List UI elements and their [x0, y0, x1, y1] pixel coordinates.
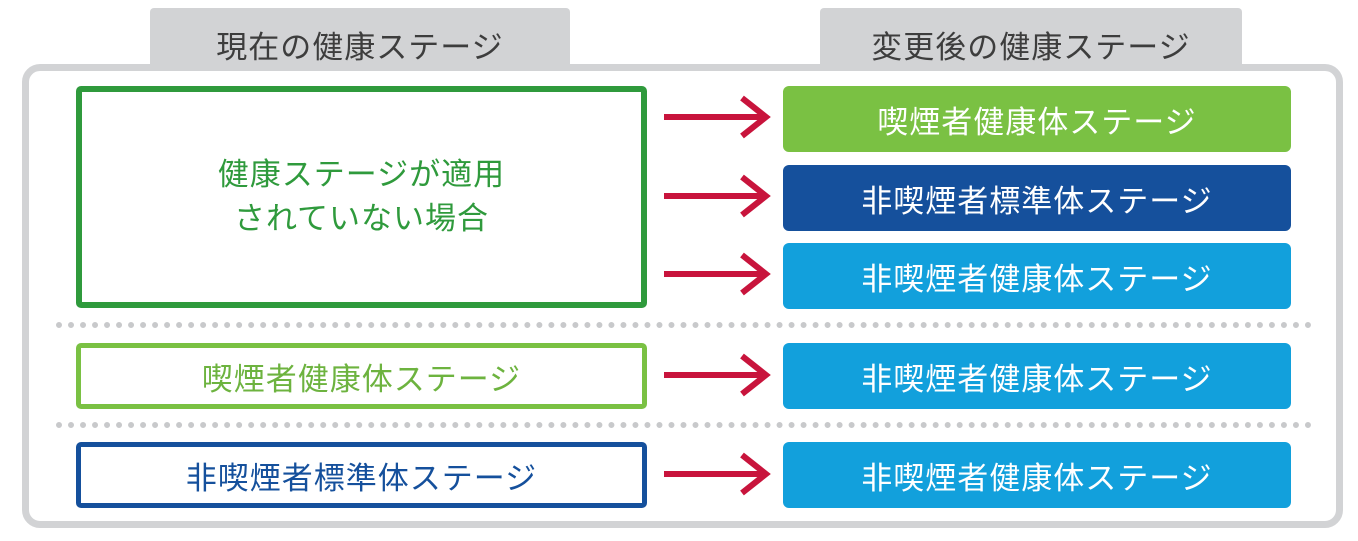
- target-nonsmoker-healthy: 非喫煙者健康体ステージ: [783, 442, 1291, 508]
- source-box-nonsmoker-standard: 非喫煙者標準体ステージ: [76, 442, 647, 508]
- target-nonsmoker-healthy: 非喫煙者健康体ステージ: [783, 243, 1291, 309]
- source-line-2: されていない場合: [233, 201, 490, 237]
- arrow-right-icon: [664, 95, 771, 139]
- arrow-right-icon: [664, 353, 771, 397]
- arrow-right-icon: [664, 252, 771, 296]
- dotted-divider: [56, 322, 1312, 328]
- source-box-not-applied: 健康ステージが適用 されていない場合: [76, 86, 647, 308]
- source-box-smoker-healthy: 喫煙者健康体ステージ: [76, 343, 647, 409]
- target-nonsmoker-healthy: 非喫煙者健康体ステージ: [783, 343, 1291, 409]
- dotted-divider: [56, 422, 1312, 428]
- arrow-right-icon: [664, 452, 771, 496]
- header-changed-stage: 変更後の健康ステージ: [820, 8, 1242, 74]
- arrow-right-icon: [664, 174, 771, 218]
- source-line-1: 健康ステージが適用: [217, 157, 506, 193]
- target-smoker-healthy: 喫煙者健康体ステージ: [783, 86, 1291, 152]
- header-current-stage: 現在の健康ステージ: [150, 8, 570, 74]
- target-nonsmoker-standard: 非喫煙者標準体ステージ: [783, 165, 1291, 231]
